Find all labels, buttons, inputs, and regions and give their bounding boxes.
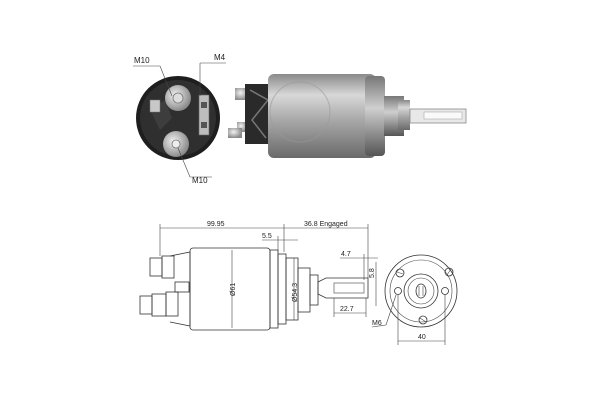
dim-body-diameter: Ø61 — [230, 283, 237, 296]
side-drawing: Ø61 Ø54.3 99.95 36.8 Engaged 5.5 4.7 5.8… — [139, 221, 378, 331]
dim-tip-offset: 4.7 — [341, 251, 351, 258]
side-view-photo — [228, 74, 467, 158]
callout-m4: M4 — [214, 53, 226, 62]
small-terminal — [198, 94, 210, 136]
end-cap-photo — [136, 76, 220, 160]
mount-hole-right — [441, 287, 449, 295]
callout-m10-bottom: M10 — [192, 176, 208, 185]
dim-nose-diameter: Ø54.3 — [292, 283, 299, 302]
dim-mount-spacing: 40 — [418, 334, 426, 341]
dim-mount-thread: M6 — [372, 320, 382, 327]
dim-engaged-travel: 36.8 Engaged — [304, 221, 348, 228]
solenoid-barrel — [268, 74, 376, 158]
dim-overall-length: 99.95 — [207, 221, 225, 228]
front-drawing: M6 40 — [371, 254, 458, 345]
dim-plunger-length: 22.7 — [340, 306, 354, 313]
mount-hole-left — [394, 287, 402, 295]
dim-flange-offset: 5.5 — [262, 233, 272, 240]
photo-callouts: M10 M4 M10 — [133, 53, 226, 185]
callout-m10-top: M10 — [134, 56, 150, 65]
dim-slot-width: 5.8 — [369, 268, 376, 278]
